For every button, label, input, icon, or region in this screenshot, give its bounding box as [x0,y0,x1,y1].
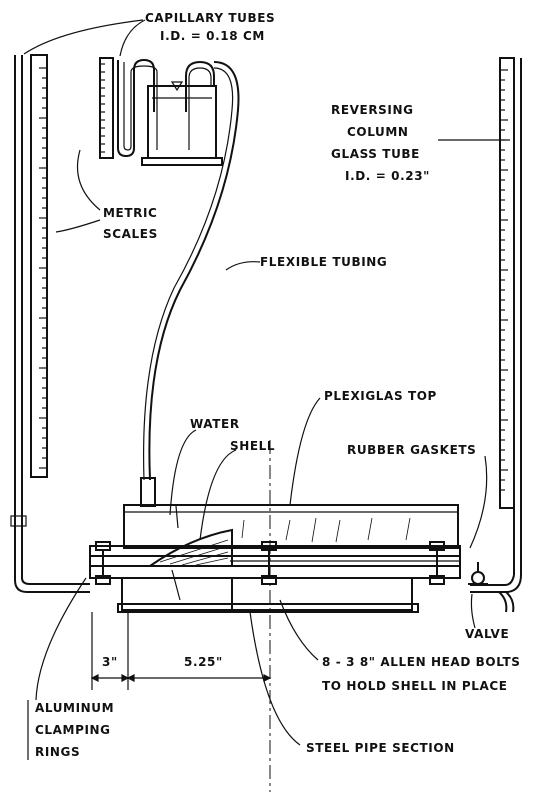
aluminum-label-line3: RINGS [35,745,80,759]
reversing-label-line1: REVERSING [331,103,414,117]
water-label: WATER [190,417,240,431]
plexiglas-top-label: PLEXIGLAS TOP [324,389,437,403]
valve [468,562,488,585]
flexible-tubing-label: FLEXIBLE TUBING [260,255,387,269]
steel-pipe-label: STEEL PIPE SECTION [306,741,455,755]
leader-lines [23,19,510,746]
aluminum-label-line2: CLAMPING [35,723,111,737]
capillary-assembly [99,57,223,166]
metric-label-line2: SCALES [103,227,158,241]
metric-label-line1: METRIC [103,206,157,220]
rubber-gaskets-label: RUBBER GASKETS [347,443,476,457]
left-connecting-tube [14,520,90,593]
dimension-3-label: 3" [102,655,118,669]
bolts-label-line1: 8 - 3 8" ALLEN HEAD BOLTS [322,655,521,669]
shell-label: SHELL [230,439,275,453]
reversing-label-line3: GLASS TUBE [331,147,420,161]
left-scale-assembly [14,54,48,520]
aluminum-label-line1: ALUMINUM [35,701,114,715]
reversing-label-line4: I.D. = 0.23" [345,169,430,183]
bolts-label-line2: TO HOLD SHELL IN PLACE [322,679,508,693]
dimension-lines [90,612,272,690]
reversing-label-line2: COLUMN [347,125,409,139]
test-cell [89,504,461,613]
valve-label: VALVE [465,627,509,641]
dimension-525-label: 5.25" [184,655,223,669]
right-scale-assembly [470,57,522,613]
capillary-label-line1: CAPILLARY TUBES [145,11,275,25]
capillary-label-line2: I.D. = 0.18 CM [160,29,265,43]
flexible-tubing [148,61,240,481]
